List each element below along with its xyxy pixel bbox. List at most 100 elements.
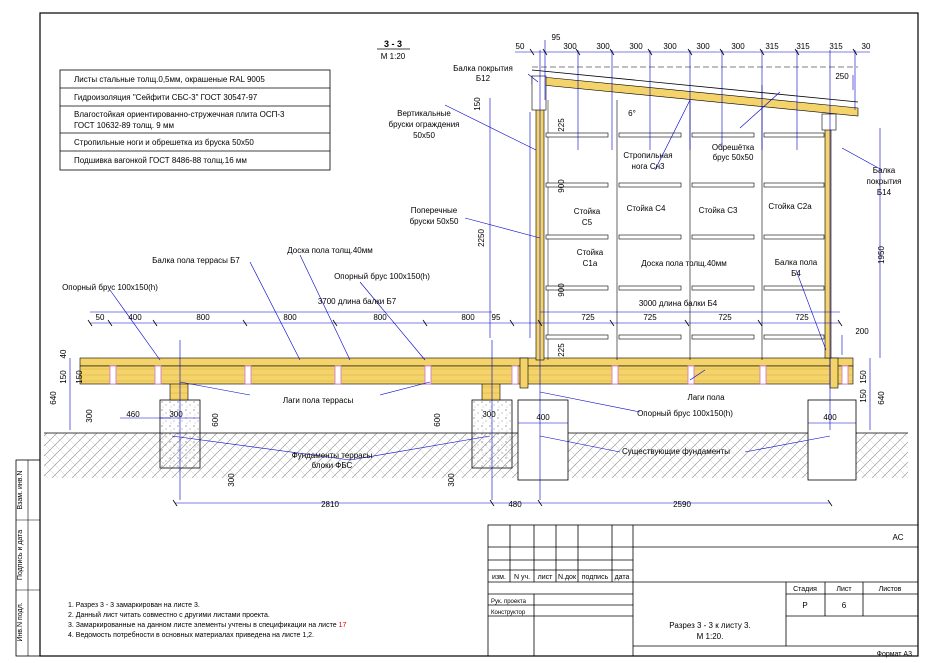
dim-left-150b: 150 (75, 370, 84, 384)
label-beam-b4-a: Балка пола (775, 258, 818, 267)
dim-row-l-2: 400 (128, 313, 142, 322)
tb-header-signature: подпись (582, 574, 609, 581)
material-lining: Подшивка вагонкой ГОСТ 8486-88 толщ.16 м… (74, 156, 247, 165)
label-support-beam-2: Опорный брус 100х150(h) (62, 283, 158, 292)
dim-row-l-7: 95 (492, 313, 501, 322)
tb-header-date: дата (615, 574, 630, 581)
dim-top-4: 300 (596, 42, 610, 51)
label-post-c3: Стойка С3 (699, 206, 738, 215)
dim-found-400a: 400 (536, 413, 550, 422)
label-post-c5-a: Стойка (574, 207, 601, 216)
title-block (487, 524, 919, 657)
material-osb-a: Влагостойкая ориентированно-стружечная п… (74, 110, 285, 119)
label-support-beam-1: Опорный брус 100х150(h) (334, 272, 430, 281)
dim-found-400b: 400 (823, 413, 837, 422)
dim-top-1: 50 (516, 42, 525, 51)
dim-top-3: 300 (563, 42, 577, 51)
dim-top-7: 300 (696, 42, 710, 51)
lags (109, 365, 849, 385)
dim-900-top: 900 (557, 179, 566, 193)
tb-role-head: Рук. проекта (491, 599, 527, 605)
floor-deck (79, 357, 854, 389)
label-post-c1a-a: Стойка (577, 248, 604, 257)
stamp-inventory: Инв.N подл. (17, 602, 24, 641)
dim-top-2: 95 (552, 33, 561, 42)
dim-right-150a: 150 (859, 370, 868, 384)
tb-sheet-value: 6 (842, 601, 847, 610)
note-3-text: 3. Замаркированные на данном листе элеме… (68, 622, 339, 629)
label-lath-b: брус 50х50 (713, 153, 754, 162)
dim-bottom-2590: 2590 (673, 500, 691, 509)
dim-left-150a: 150 (59, 370, 68, 384)
label-beam-b12-a: Балка покрытия (453, 64, 513, 73)
dim-row-l-6: 800 (461, 313, 475, 322)
tb-stage-header: Стадия (793, 586, 817, 593)
dim-1950: 1950 (877, 246, 886, 264)
dim-right-640: 640 (877, 391, 886, 405)
dim-found-300b: 300 (482, 410, 496, 419)
dim-row-r-3: 725 (718, 313, 732, 322)
dim-top-10: 315 (796, 42, 810, 51)
tb-stage-value: Р (802, 601, 807, 610)
dim-top-11: 315 (829, 42, 843, 51)
material-roof-sheet: Листы стальные толщ.0,5мм, окрашеные RAL… (74, 75, 265, 84)
label-support-beam-3: Опорный брус 100х150(h) (637, 409, 733, 418)
dim-row-r-2: 725 (643, 313, 657, 322)
note-3: 3. Замаркированные на данном листе элеме… (68, 622, 346, 629)
label-post-c2a: Стойка С2а (768, 202, 812, 211)
dim-right-150b: 150 (859, 389, 868, 403)
label-beam-b4-length: 3000 длина балки Б4 (639, 299, 718, 308)
label-beam-b12-b: Б12 (476, 74, 491, 83)
dim-row-l-1: 50 (96, 313, 105, 322)
label-post-c4: Стойка С4 (627, 204, 666, 213)
materials-list (59, 69, 331, 171)
dim-found-600a: 600 (211, 413, 220, 427)
dim-bottom-480: 480 (508, 500, 522, 509)
label-rafter-a: Стропильная (623, 151, 672, 160)
label-lags-floor: Лаги пола (687, 393, 725, 402)
label-cross-bars-b: бруски 50х50 (410, 217, 459, 226)
tb-format: Формат А3 (877, 651, 912, 658)
dim-ticks (87, 48, 858, 507)
dim-2250: 2250 (477, 229, 486, 247)
tb-sheet-header: Лист (836, 586, 852, 593)
note-3-ref: 17 (339, 622, 347, 629)
label-floor-board-2: Доска пола толщ.40мм (641, 259, 726, 268)
section-title: 3 - 3 (384, 39, 402, 49)
label-vert-bars-b: бруски ограждения (389, 120, 460, 129)
label-existing-foundations: Существующие фундаменты (622, 447, 730, 456)
dim-left-640: 640 (49, 391, 58, 405)
dim-row-r-1: 725 (581, 313, 595, 322)
material-osb-b: ГОСТ 10632-89 толщ. 9 мм (74, 121, 174, 130)
label-beam-b14-c: Б14 (877, 188, 892, 197)
dim-found-300d: 300 (447, 473, 456, 487)
dim-left-300: 300 (85, 409, 94, 423)
label-floor-board-1: Доска пола толщ.40мм (287, 246, 372, 255)
stamp-signature: Подпись и дата (17, 530, 24, 580)
dim-225-top: 225 (557, 118, 566, 132)
dim-row-l-5: 800 (373, 313, 387, 322)
tb-header-ndok: N.док (558, 574, 577, 581)
dim-top-5: 300 (629, 42, 643, 51)
note-4: 4. Ведомость потребности в основных мате… (68, 631, 314, 639)
tb-drawing-name-b: М 1:20. (697, 632, 724, 641)
dim-top-12: 30 (862, 42, 871, 51)
label-rafter-b: нога Сн3 (632, 162, 665, 171)
dim-top-8: 300 (731, 42, 745, 51)
dim-row-l-3: 800 (196, 313, 210, 322)
dim-left-40: 40 (59, 349, 68, 358)
label-beam-b14-b: покрытия (867, 177, 902, 186)
material-waterproof: Гидроизоляция "Сейфити СБС-3" ГОСТ 30547… (74, 93, 258, 102)
label-vert-bars-c: 50х50 (413, 131, 435, 140)
dim-top-9: 315 (765, 42, 779, 51)
stamp-replaced: Взам. инв.N (17, 471, 24, 510)
dim-found-600b: 600 (433, 413, 442, 427)
dim-found-460: 460 (126, 410, 140, 419)
label-beam-b7-length: 3700 длина балки Б7 (318, 297, 397, 306)
label-beam-b7: Балка пола террасы Б7 (152, 256, 240, 265)
tb-header-list: лист (538, 574, 553, 581)
label-post-c1a-b: С1а (583, 259, 598, 268)
label-fbs-a: Фундаменты террасы (292, 451, 373, 460)
note-1: 1. Разрез 3 - 3 замаркирован на листе 3. (68, 602, 200, 609)
dim-bottom-2810: 2810 (321, 500, 339, 509)
